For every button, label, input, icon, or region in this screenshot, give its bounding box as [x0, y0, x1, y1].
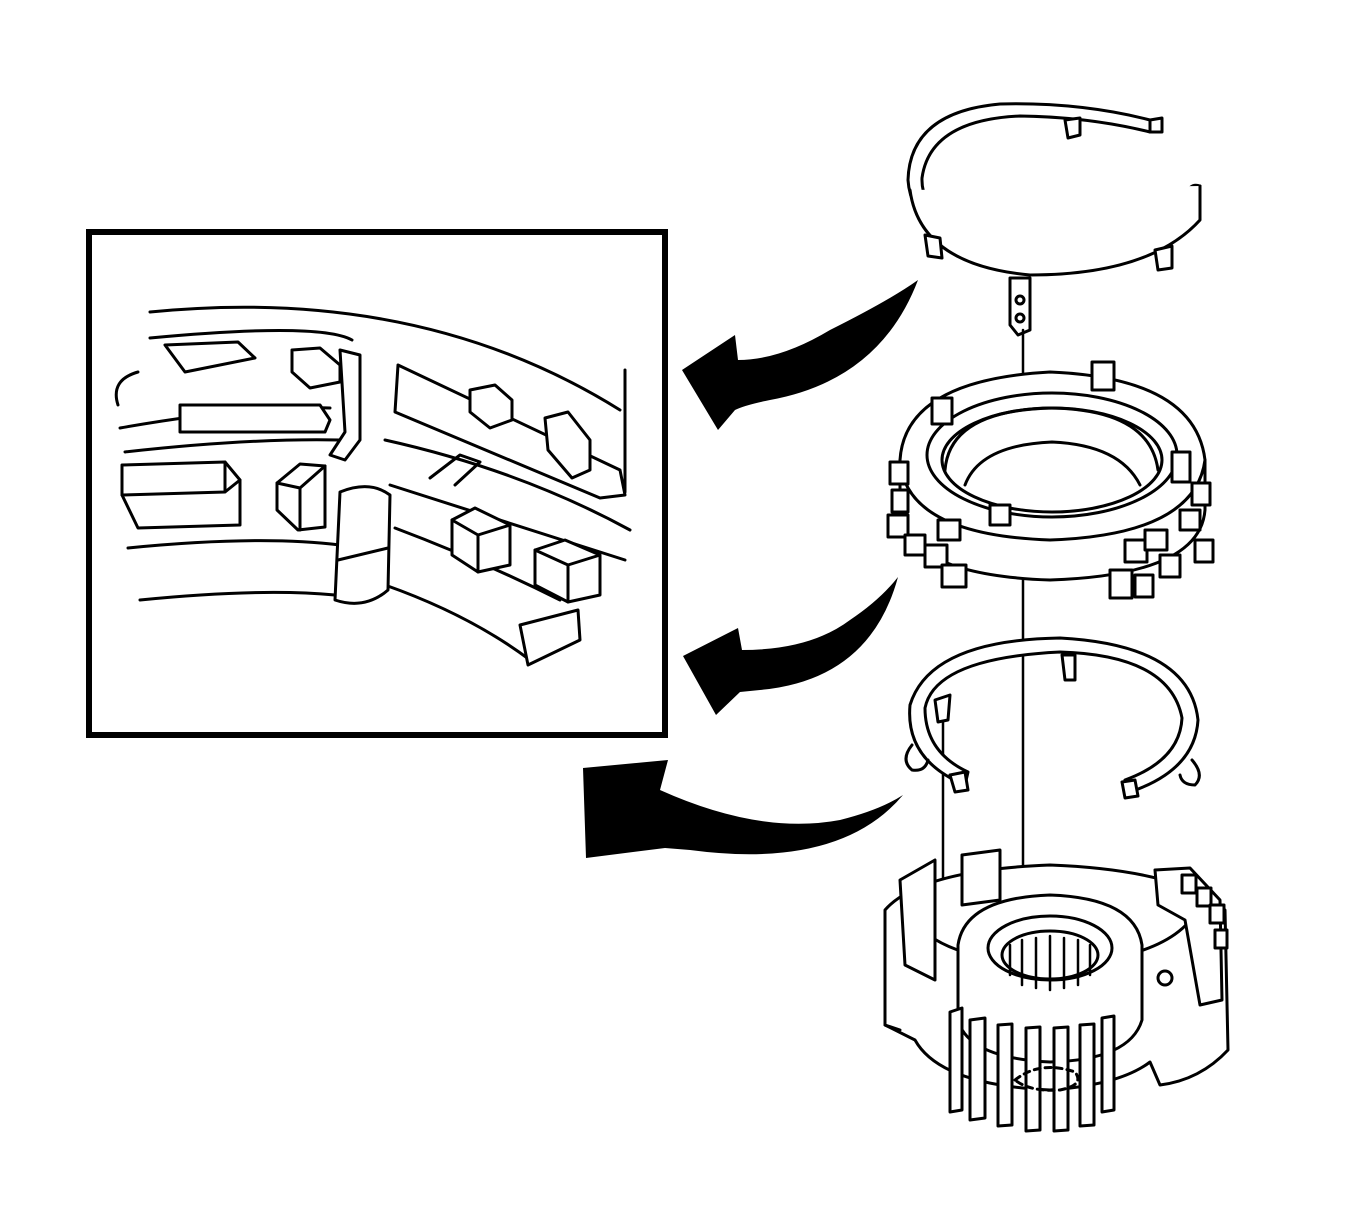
- synchronizer-sleeve: [886, 360, 1215, 600]
- arrow-upper: [682, 280, 918, 430]
- inset-blocks: [120, 340, 602, 667]
- synchronizer-hub-gear: [883, 848, 1230, 1133]
- inset-strap: [333, 485, 392, 605]
- sleeve-teeth: [886, 360, 1215, 600]
- lower-blocking-ring: [904, 636, 1201, 800]
- internal-splines: [1008, 934, 1092, 992]
- upper-blocking-ring: [906, 102, 1202, 337]
- gear-teeth: [948, 1006, 1116, 1133]
- hub-lugs: [898, 848, 1229, 1007]
- inset-detail-view: [86, 229, 668, 738]
- arrow-middle: [683, 577, 898, 715]
- arrow-lower: [583, 760, 903, 858]
